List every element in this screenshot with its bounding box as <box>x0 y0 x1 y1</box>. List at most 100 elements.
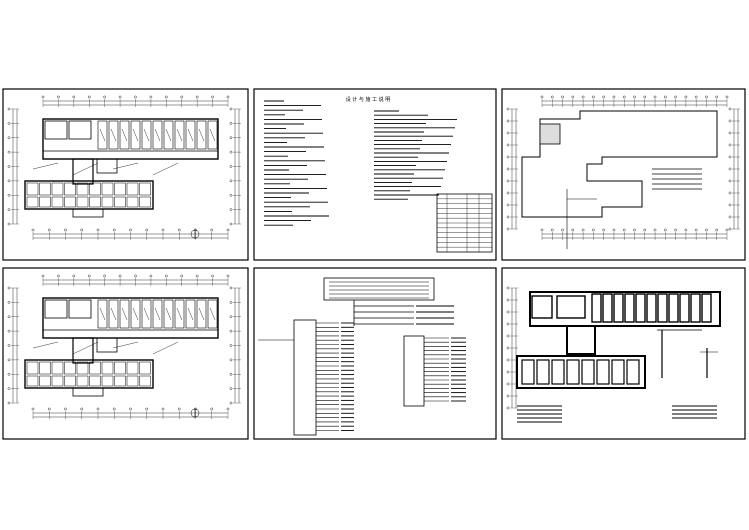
axis-bubble <box>210 228 214 232</box>
axis-bubble <box>715 228 719 232</box>
axis-bubble <box>229 179 233 183</box>
room <box>89 182 101 196</box>
axis-bubble <box>226 407 230 411</box>
room <box>185 120 196 150</box>
axis-bubble <box>674 95 677 99</box>
axis-bubble <box>728 143 732 147</box>
axis-bubble <box>506 107 510 111</box>
axis-bubble <box>506 167 510 171</box>
room <box>64 361 76 375</box>
distribution-panel <box>403 335 425 407</box>
wiring-run <box>165 307 172 321</box>
sheet-2-title: 设 计 与 施 工 说 明 <box>346 96 391 103</box>
bay <box>611 359 625 385</box>
room <box>51 196 64 208</box>
axis-bubble <box>87 274 91 278</box>
axis-bubble <box>229 222 233 226</box>
axis-bubble <box>80 407 84 411</box>
axis-bubble <box>41 274 45 278</box>
room <box>130 299 141 329</box>
axis-bubble <box>550 95 554 99</box>
axis-bubble <box>7 301 11 304</box>
sheet-5-system-diagram[interactable] <box>253 267 497 440</box>
stair-core <box>72 158 94 185</box>
axis-bubble <box>7 107 11 111</box>
entrance <box>72 208 104 218</box>
axis-bubble <box>728 227 732 231</box>
axis-bubble <box>57 274 60 278</box>
axis-bubble <box>145 407 149 411</box>
axis-bubble <box>725 95 729 99</box>
room <box>39 375 51 387</box>
axis-bubble <box>715 95 719 99</box>
room <box>51 182 64 196</box>
axis-bubble <box>229 329 233 333</box>
room <box>26 375 39 387</box>
bay <box>668 293 679 323</box>
axis-bubble <box>7 179 11 183</box>
bay <box>551 359 565 385</box>
axis-bubble <box>229 107 233 111</box>
callout-leader <box>32 341 59 349</box>
axis-bubble <box>31 407 35 411</box>
room <box>101 182 114 196</box>
axis-bubble <box>229 315 233 319</box>
room <box>139 361 151 375</box>
axis-bubble <box>561 95 564 99</box>
axis-bubble <box>728 119 732 123</box>
sheet-2-design-notes[interactable]: 设 计 与 施 工 说 明 <box>253 88 497 261</box>
axis-bubble <box>57 95 60 99</box>
wiring-run <box>154 307 161 321</box>
axis-bubble <box>571 95 575 99</box>
axis-bubble <box>7 387 11 390</box>
axis-bubble <box>226 228 230 232</box>
sheet-1-floor-plan[interactable] <box>2 88 249 261</box>
room <box>207 299 218 329</box>
building-footprint <box>521 110 718 218</box>
axis-bubble <box>7 358 11 362</box>
axis-bubble <box>149 274 153 278</box>
axis-bubble <box>134 274 137 278</box>
axis-bubble <box>643 95 647 99</box>
wiring-run <box>99 307 106 321</box>
axis-bubble <box>145 228 149 232</box>
callout-leader <box>112 341 139 349</box>
axis-bubble <box>506 119 510 123</box>
axis-bubble <box>195 95 199 99</box>
axis-bubble <box>177 228 181 232</box>
room <box>119 299 130 329</box>
room <box>68 299 92 319</box>
axis-bubble <box>506 382 510 386</box>
wiring-run <box>110 307 117 321</box>
building-wing-north <box>42 297 219 339</box>
room <box>185 299 196 329</box>
room <box>89 375 101 387</box>
axis-bubble <box>684 95 688 99</box>
bay <box>521 359 535 385</box>
sheet-4-floor-plan[interactable] <box>2 267 249 440</box>
axis-bubble <box>64 228 67 232</box>
axis-bubble <box>540 228 544 232</box>
bay <box>635 293 646 323</box>
room <box>108 120 119 150</box>
room <box>196 120 207 150</box>
room <box>64 196 76 208</box>
axis-bubble <box>622 95 626 99</box>
wiring-run <box>121 307 128 321</box>
room <box>174 120 185 150</box>
axis-bubble <box>664 228 667 232</box>
axis-bubble <box>653 228 657 232</box>
axis-bubble <box>7 315 11 319</box>
axis-bubble <box>728 203 732 207</box>
room <box>114 361 126 375</box>
room <box>174 299 185 329</box>
axis-bubble <box>728 107 732 111</box>
bay <box>531 295 553 319</box>
sheet-6-grounding-plan[interactable] <box>501 267 746 440</box>
axis-bubble <box>165 274 168 278</box>
axis-bubble <box>229 286 233 290</box>
sheet-3-site-plan[interactable] <box>501 88 746 261</box>
roof-outline <box>529 291 721 327</box>
wiring-run <box>198 128 205 142</box>
room <box>108 299 119 329</box>
